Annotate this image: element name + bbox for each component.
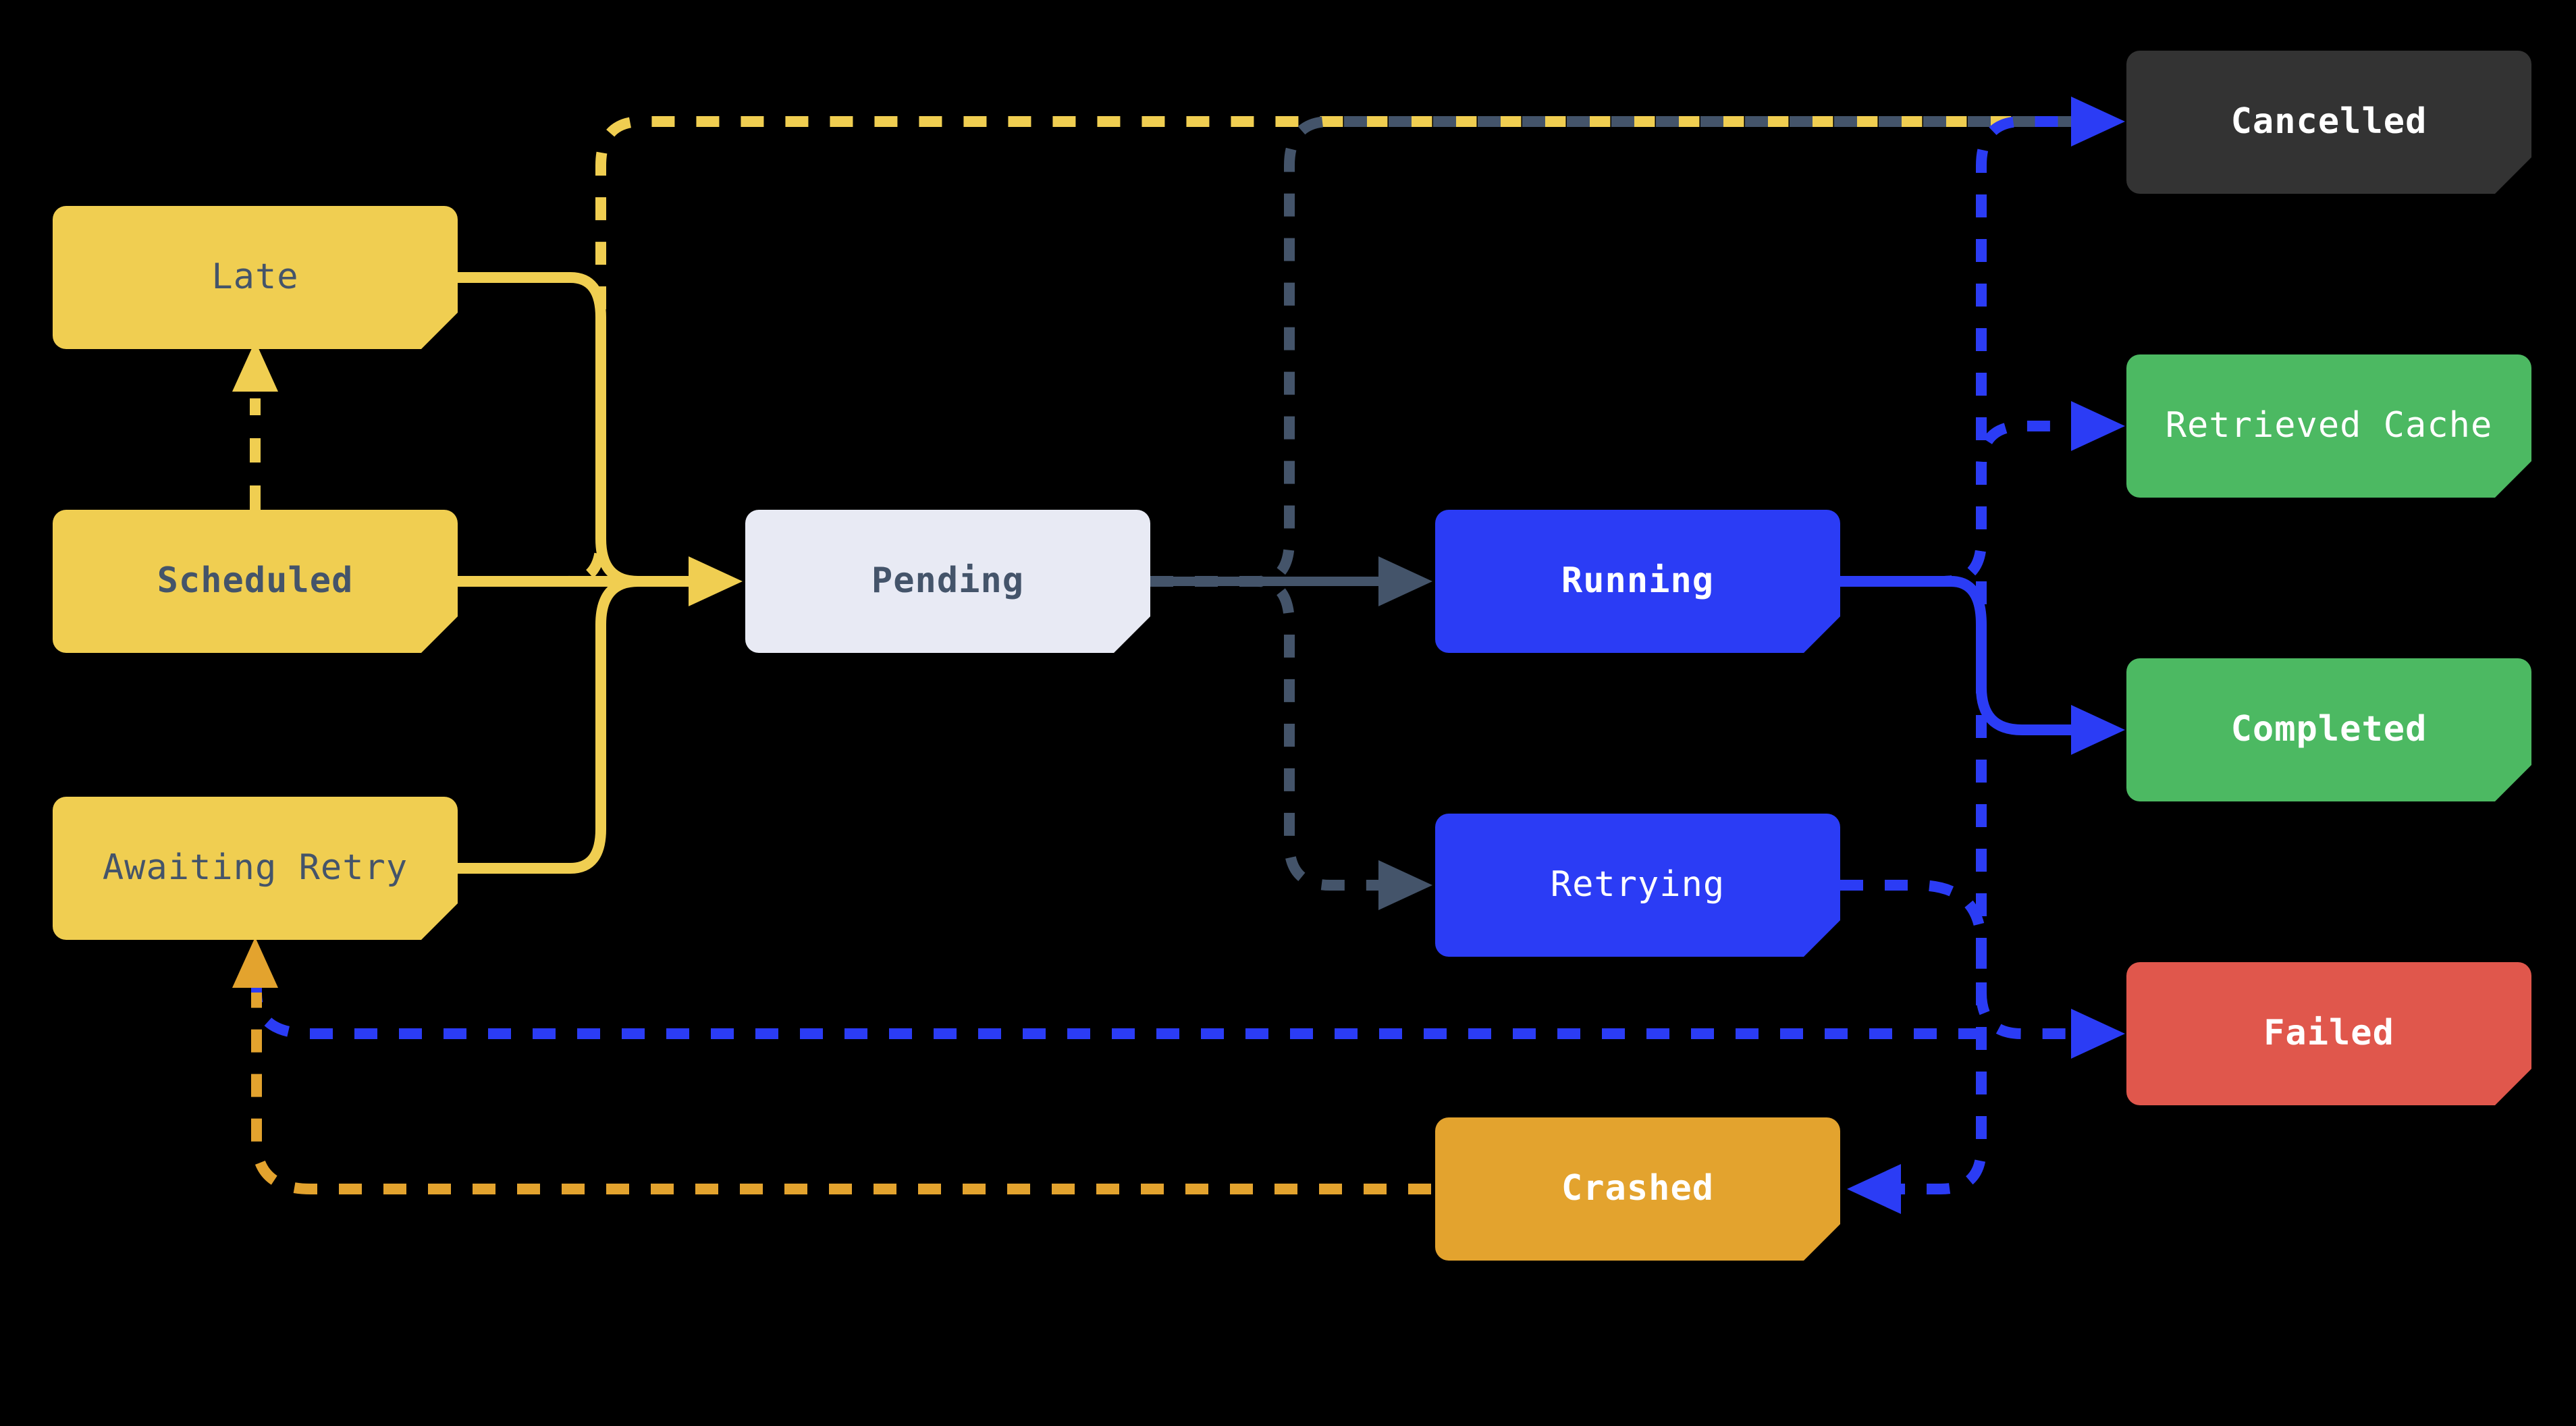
edge-late-to-pending: [458, 272, 712, 587]
edge-pending-to-retrying: [1150, 576, 1432, 910]
node-label-late: Late: [211, 257, 298, 297]
edge-scheduled-to-cancelled: [458, 116, 2093, 587]
edge-layer: [232, 97, 2125, 1214]
node-running[interactable]: Running: [1435, 510, 1840, 653]
node-label-retrieved-cache: Retrieved Cache: [2166, 405, 2493, 446]
node-failed[interactable]: Failed: [2126, 962, 2531, 1105]
node-label-failed: Failed: [2263, 1013, 2394, 1053]
edge-failed-to-awaiting: [251, 962, 1981, 1039]
node-label-running: Running: [1561, 560, 1714, 601]
edge-crashed-to-awaiting: [232, 937, 1431, 1194]
edge-running-to-cancelled: [1840, 97, 2125, 587]
edge-pending-to-running: [1150, 556, 1432, 606]
edge-retrying-to-failed: [1840, 880, 2125, 1059]
edge-running-to-cache: [1840, 401, 2125, 587]
edge-awaiting-to-pending: [458, 576, 712, 874]
node-completed[interactable]: Completed: [2126, 658, 2531, 801]
node-label-retrying: Retrying: [1551, 864, 1725, 905]
node-crashed[interactable]: Crashed: [1435, 1117, 1840, 1261]
node-retrying[interactable]: Retrying: [1435, 814, 1840, 957]
node-pending[interactable]: Pending: [745, 510, 1150, 653]
edge-scheduled-to-late: [232, 341, 278, 510]
node-label-crashed: Crashed: [1561, 1168, 1714, 1209]
node-awaiting-retry[interactable]: Awaiting Retry: [53, 797, 458, 940]
node-label-pending: Pending: [871, 560, 1024, 601]
edge-pending-to-cancelled: [1150, 116, 2093, 587]
node-label-cancelled: Cancelled: [2231, 101, 2427, 142]
node-label-scheduled: Scheduled: [157, 560, 354, 601]
arrowhead-pending-yellow: [689, 556, 743, 606]
node-scheduled[interactable]: Scheduled: [53, 510, 458, 653]
node-label-awaiting-retry: Awaiting Retry: [103, 847, 408, 888]
node-cancelled[interactable]: Cancelled: [2126, 51, 2531, 194]
edge-running-to-crashed: [1847, 581, 1987, 1214]
node-label-completed: Completed: [2231, 709, 2427, 749]
node-layer: Late Scheduled Awaiting Retry Pending Ru…: [53, 51, 2531, 1261]
node-late[interactable]: Late: [53, 206, 458, 349]
node-retrieved-cache[interactable]: Retrieved Cache: [2126, 354, 2531, 498]
